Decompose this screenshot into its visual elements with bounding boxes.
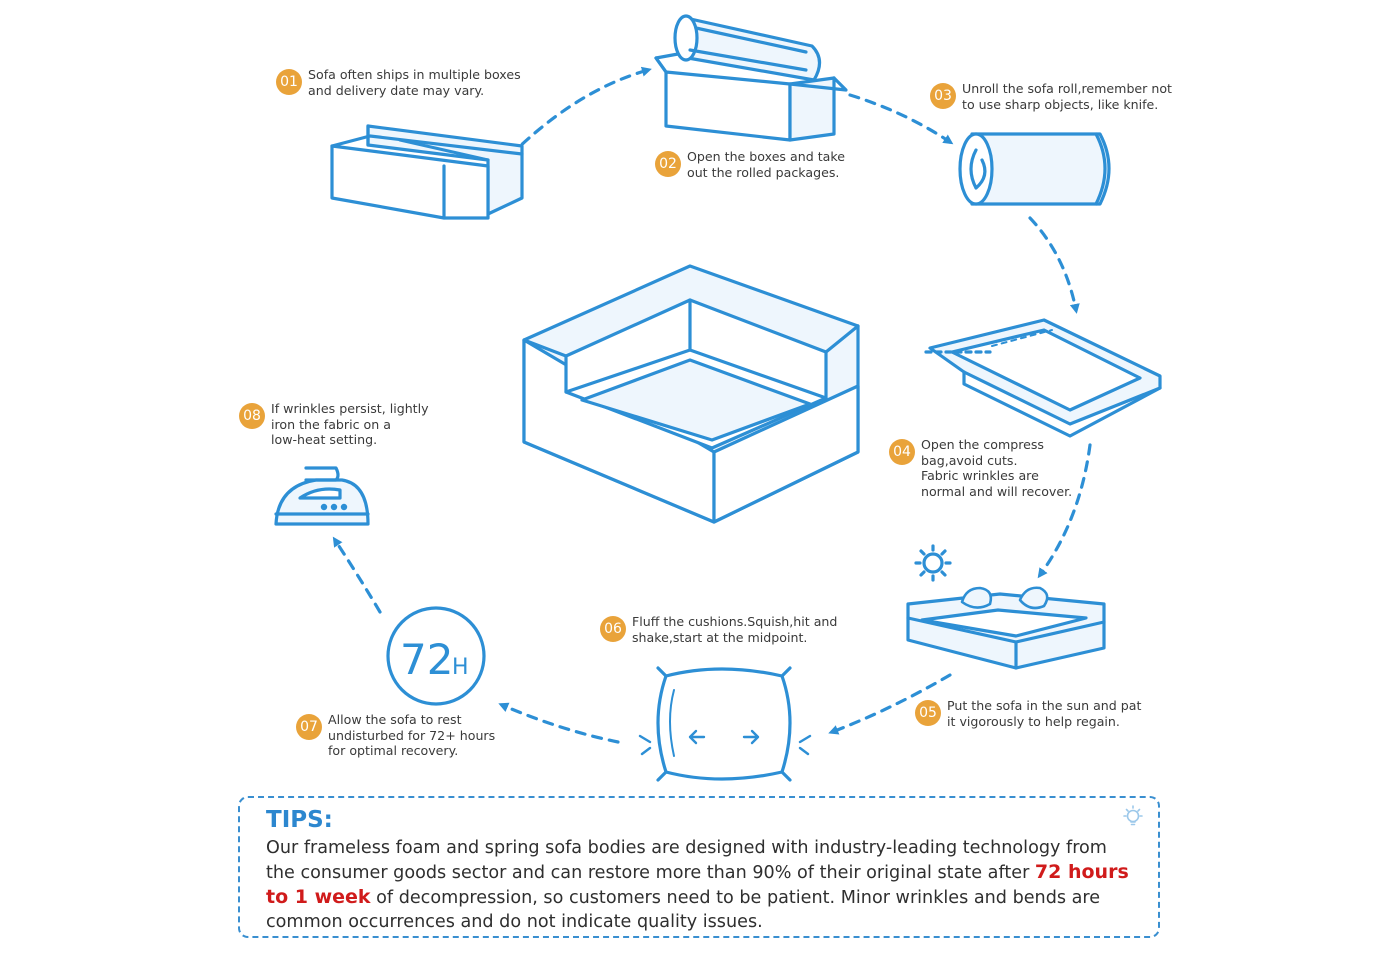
- tips-text-after: of decompression, so customers need to b…: [266, 888, 1101, 932]
- small-sofa-icon: [906, 592, 1106, 670]
- hands-icon: [960, 586, 1049, 610]
- step-number-badge: 06: [600, 616, 626, 642]
- step-number-badge: 08: [239, 403, 265, 429]
- timer-circle-icon: [386, 606, 486, 706]
- tips-box: TIPS: Our frameless foam and spring sofa…: [238, 796, 1160, 938]
- lightbulb-icon: [1123, 805, 1143, 826]
- step-number-badge: 02: [655, 151, 681, 177]
- step-description: Fluff the cushions.Squish,hit and shake,…: [632, 614, 838, 645]
- step-number-badge: 07: [296, 714, 322, 740]
- step-01: 01 Sofa often ships in multiple boxes an…: [276, 67, 521, 98]
- timer-value: 72: [400, 635, 453, 684]
- arrow-04-05: [1037, 443, 1092, 579]
- sofa-illustration: [522, 264, 860, 524]
- step-number-badge: 04: [889, 439, 915, 465]
- step-description: Put the sofa in the sun and pat it vigor…: [947, 698, 1142, 729]
- roll-icon: [958, 132, 1111, 206]
- arrow-03-04: [1028, 216, 1080, 314]
- sun-icon: [914, 544, 952, 582]
- tips-title: TIPS:: [266, 807, 333, 833]
- step-description: If wrinkles persist, lightly iron the fa…: [271, 401, 429, 447]
- step-07: 07 Allow the sofa to rest undisturbed fo…: [296, 712, 495, 759]
- step-description: Allow the sofa to rest undisturbed for 7…: [328, 712, 496, 758]
- step-05: 05 Put the sofa in the sun and pat it vi…: [915, 698, 1141, 729]
- step-04: 04 Open the compress bag,avoid cuts. Fab…: [889, 437, 1072, 499]
- arrow-05-06: [828, 673, 952, 735]
- iron-icon: [274, 466, 370, 526]
- boxes-icon: [330, 124, 524, 220]
- timer-unit: H: [452, 655, 469, 680]
- step-06: 06 Fluff the cushions.Squish,hit and sha…: [600, 614, 837, 645]
- step-description: Open the boxes and take out the rolled p…: [687, 149, 845, 180]
- step-number-badge: 05: [915, 700, 941, 726]
- step-08: 08 If wrinkles persist, lightly iron the…: [239, 401, 429, 448]
- arrow-07-08: [332, 536, 382, 614]
- step-02: 02 Open the boxes and take out the rolle…: [655, 149, 845, 180]
- compress-bag-icon: [924, 318, 1162, 438]
- step-number-badge: 01: [276, 69, 302, 95]
- tips-highlight: 72 hours to 1 week: [266, 861, 1129, 908]
- arrow-06-07: [498, 702, 620, 744]
- arrow-02-03: [848, 93, 954, 145]
- tips-text-before: Our frameless foam and spring sofa bodie…: [266, 838, 1107, 883]
- step-03: 03 Unroll the sofa roll,remember not to …: [930, 81, 1172, 112]
- tips-body: Our frameless foam and spring sofa bodie…: [266, 836, 1134, 934]
- step-description: Open the compress bag,avoid cuts. Fabric…: [921, 437, 1073, 499]
- pillow-icon: [638, 666, 812, 782]
- step-description: Unroll the sofa roll,remember not to use…: [962, 81, 1172, 112]
- step-number-badge: 03: [930, 83, 956, 109]
- open-box-icon: [654, 14, 848, 142]
- step-description: Sofa often ships in multiple boxes and d…: [308, 67, 521, 98]
